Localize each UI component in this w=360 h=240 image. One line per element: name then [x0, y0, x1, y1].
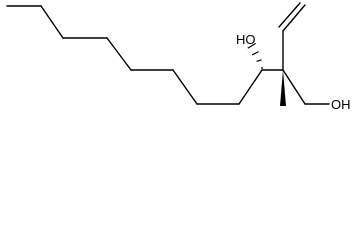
bond-vinyl-ch	[282, 4, 306, 32]
bond-c8-c3	[238, 69, 263, 105]
molecule-structure: HO OH	[6, 2, 351, 112]
hydroxyl-label-left: HO	[236, 32, 256, 47]
solid-wedge-methyl	[280, 70, 286, 106]
bond-vinyl-double	[278, 2, 301, 28]
bond-c2-ch2	[282, 69, 306, 105]
hydroxyl-label-right: OH	[331, 97, 351, 112]
bond-c6-c7	[172, 69, 198, 105]
octyl-chain	[6, 5, 240, 105]
bond-c4-c5	[106, 37, 132, 71]
quaternary-center	[278, 2, 330, 106]
hashed-wedge-bond	[247, 42, 263, 69]
bond-c2-c3	[40, 5, 64, 39]
